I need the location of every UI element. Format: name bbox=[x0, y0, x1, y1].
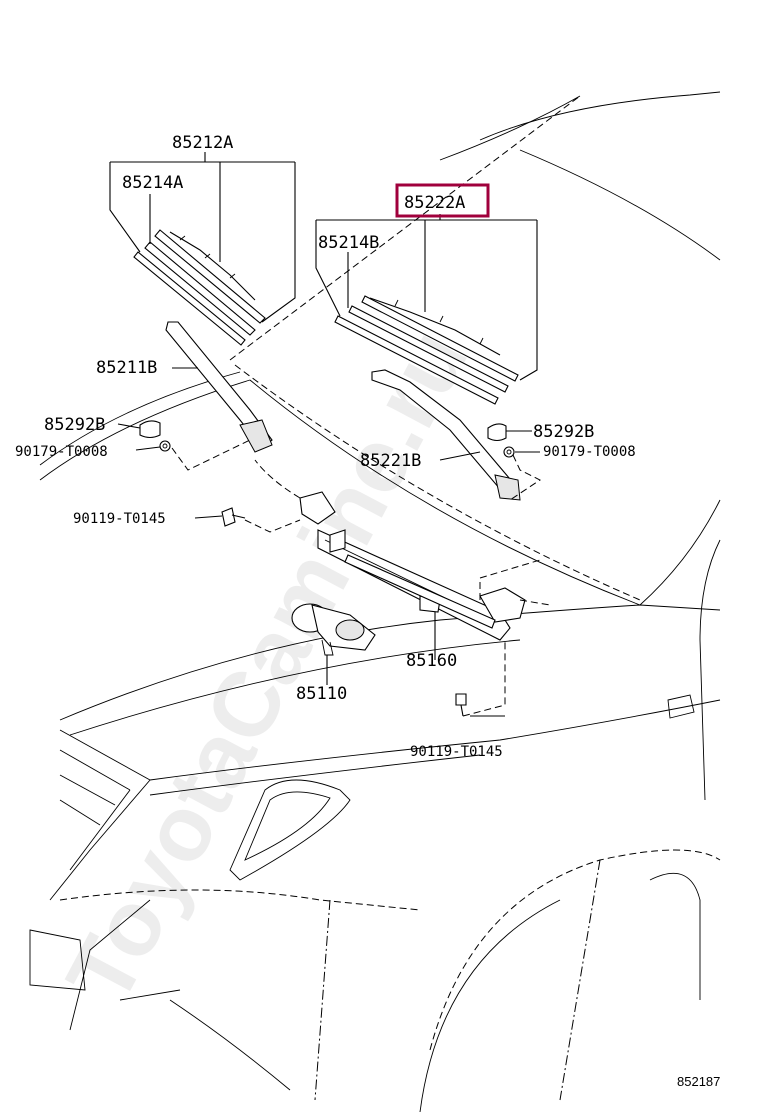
vehicle-body-outline bbox=[29, 91, 721, 1112]
label-85292B-left[interactable]: 85292B bbox=[44, 415, 105, 435]
bolt-link bbox=[221, 507, 246, 527]
label-90119-T0145-link[interactable]: 90119-T0145 bbox=[73, 511, 166, 527]
pivot-cap-right bbox=[487, 423, 507, 442]
label-90119-T0145-motor[interactable]: 90119-T0145 bbox=[410, 744, 503, 760]
label-85222A[interactable]: 85222A bbox=[404, 193, 465, 213]
wiper-arm-left bbox=[165, 321, 273, 453]
diagram-reference-code: 852187 bbox=[677, 1074, 720, 1089]
label-85221B[interactable]: 85221B bbox=[360, 451, 421, 471]
blade-assembly-left bbox=[133, 229, 266, 346]
label-90179-T0008-left[interactable]: 90179-T0008 bbox=[15, 444, 108, 460]
wiper-motor bbox=[291, 603, 376, 656]
wiper-arm-right bbox=[371, 369, 521, 501]
pivot-nut-right bbox=[503, 446, 515, 458]
bolt-motor bbox=[455, 693, 467, 717]
label-85292B-right[interactable]: 85292B bbox=[533, 422, 594, 442]
pivot-cap-left bbox=[139, 420, 161, 439]
label-90179-T0008-right[interactable]: 90179-T0008 bbox=[543, 444, 636, 460]
label-85211B[interactable]: 85211B bbox=[96, 358, 157, 378]
label-85212A[interactable]: 85212A bbox=[172, 133, 233, 153]
blade-assembly-right bbox=[334, 295, 519, 405]
assembly-dash-lines bbox=[171, 439, 541, 717]
pivot-nut-left bbox=[159, 440, 171, 452]
wiper-link-assembly bbox=[254, 459, 551, 641]
part-labels: 85212A 85214A 85222A 85214B 85211B 85292… bbox=[15, 133, 636, 760]
label-85160[interactable]: 85160 bbox=[406, 651, 457, 671]
label-85110[interactable]: 85110 bbox=[296, 684, 347, 704]
label-85214B[interactable]: 85214B bbox=[318, 233, 379, 253]
highlight-box bbox=[395, 183, 490, 218]
label-85214A[interactable]: 85214A bbox=[122, 173, 183, 193]
